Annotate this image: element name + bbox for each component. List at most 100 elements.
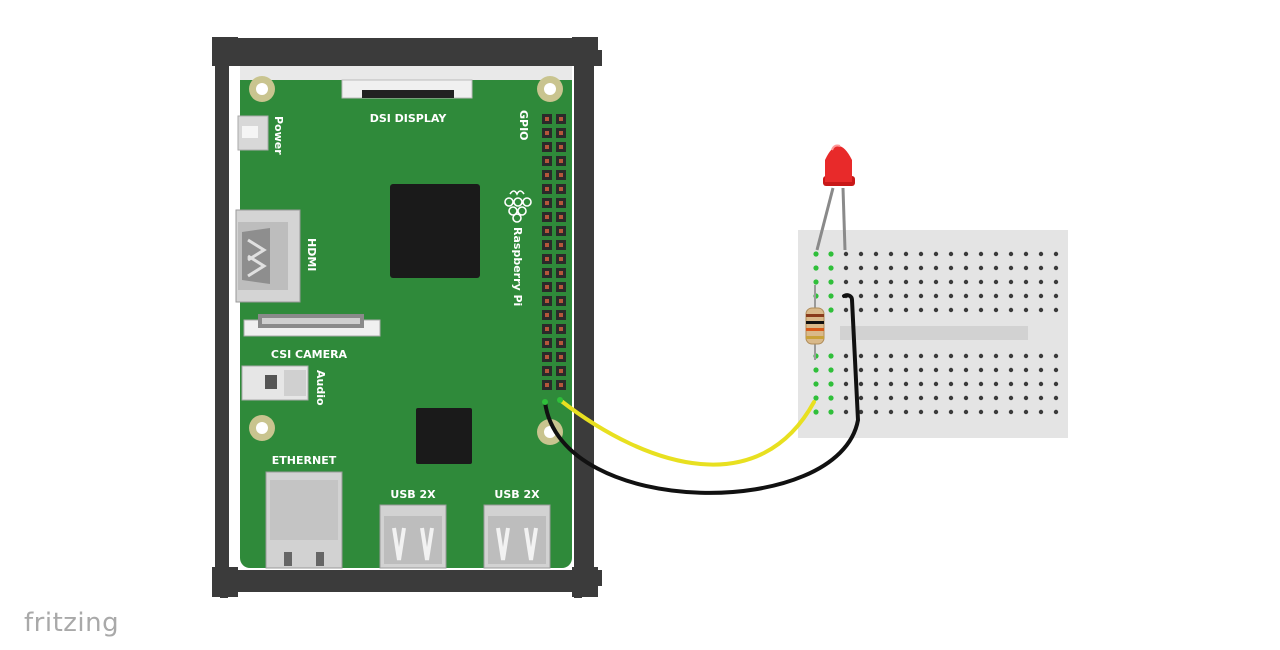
breadboard-hole [948, 307, 954, 313]
wire-end [557, 397, 563, 403]
breadboard-hole [888, 395, 894, 401]
gpio-pin-contact [545, 383, 549, 387]
gpio-pin-contact [545, 229, 549, 233]
breadboard-hole [978, 353, 984, 359]
gpio-pin-contact [545, 369, 549, 373]
gpio-pin-contact [545, 117, 549, 121]
breadboard-hole [963, 353, 969, 359]
usb-port-right [483, 504, 551, 569]
breadboard-hole [918, 307, 924, 313]
gpio-pin-contact [545, 341, 549, 345]
breadboard-hole [858, 395, 864, 401]
gpio-label: GPIO [517, 110, 530, 141]
breadboard-hole [948, 367, 954, 373]
breadboard-hole [993, 409, 999, 415]
breadboard-hole [813, 381, 819, 387]
csi-camera-label: CSI CAMERA [271, 348, 348, 361]
breadboard-hole [1053, 251, 1059, 257]
breadboard-hole [843, 409, 849, 415]
black-wire [543, 293, 861, 495]
mounting-hole [249, 415, 275, 441]
breadboard-hole [1008, 353, 1014, 359]
breadboard-hole [948, 251, 954, 257]
gpio-pin-contact [545, 243, 549, 247]
gpio-pin-contact [545, 271, 549, 275]
breadboard-hole [933, 367, 939, 373]
breadboard-hole [1008, 367, 1014, 373]
breadboard-hole [843, 353, 849, 359]
breadboard-hole [888, 367, 894, 373]
breadboard-hole [1023, 353, 1029, 359]
power-label: Power [272, 116, 285, 155]
gpio-pin-contact [559, 131, 563, 135]
gpio-pin-contact [545, 187, 549, 191]
breadboard-hole [1038, 279, 1044, 285]
breadboard-hole [978, 395, 984, 401]
breadboard-hole [1053, 367, 1059, 373]
breadboard-hole [813, 395, 819, 401]
fritzing-logo: fritzing [24, 608, 119, 638]
breadboard-hole [1038, 395, 1044, 401]
red-led [815, 144, 855, 251]
breadboard-hole [1008, 279, 1014, 285]
breadboard-hole [858, 353, 864, 359]
gpio-pin-contact [545, 355, 549, 359]
audio-jack [241, 365, 309, 401]
gpio-pin-contact [545, 313, 549, 317]
breadboard [798, 230, 1068, 438]
breadboard-hole [873, 395, 879, 401]
breadboard-hole [1038, 409, 1044, 415]
breadboard-hole [1053, 353, 1059, 359]
gpio-pin-contact [559, 145, 563, 149]
usb-left-label: USB 2X [390, 488, 436, 501]
gpio-pin-contact [559, 383, 563, 387]
breadboard-hole [813, 367, 819, 373]
gpio-pin-contact [545, 131, 549, 135]
breadboard-hole [918, 367, 924, 373]
breadboard-hole [993, 367, 999, 373]
csi-camera-connector [243, 314, 381, 337]
breadboard-hole [1008, 381, 1014, 387]
breadboard-hole [873, 367, 879, 373]
gpio-pin-contact [559, 159, 563, 163]
gpio-pin-contact [545, 327, 549, 331]
gpio-pin-contact [545, 145, 549, 149]
gpio-pin-contact [559, 215, 563, 219]
breadboard-hole [828, 353, 834, 359]
breadboard-hole [1008, 409, 1014, 415]
breadboard-hole [858, 409, 864, 415]
breadboard-hole [843, 265, 849, 271]
breadboard-hole [828, 265, 834, 271]
breadboard-hole [1023, 251, 1029, 257]
raspberry-logo-icon [504, 190, 532, 223]
breadboard-hole [918, 409, 924, 415]
breadboard-hole [828, 381, 834, 387]
power-connector [237, 115, 269, 151]
breadboard-hole [813, 251, 819, 257]
breadboard-hole [873, 293, 879, 299]
breadboard-hole [858, 381, 864, 387]
gpio-pin-contact [559, 243, 563, 247]
breadboard-hole [993, 251, 999, 257]
gpio-pin-contact [545, 173, 549, 177]
breadboard-hole [948, 395, 954, 401]
breadboard-hole [1008, 265, 1014, 271]
breadboard-hole [1008, 307, 1014, 313]
breadboard-hole [903, 265, 909, 271]
breadboard-hole [933, 353, 939, 359]
breadboard-hole [978, 409, 984, 415]
breadboard-hole [1053, 279, 1059, 285]
hdmi-connector [235, 209, 301, 303]
breadboard-hole [813, 265, 819, 271]
breadboard-hole [843, 395, 849, 401]
breadboard-hole [858, 265, 864, 271]
gpio-pin-contact [559, 285, 563, 289]
breadboard-hole [1053, 409, 1059, 415]
breadboard-hole [888, 265, 894, 271]
breadboard-hole [1023, 279, 1029, 285]
usb-port-left [379, 504, 447, 569]
gpio-pin-contact [559, 187, 563, 191]
breadboard-hole [1023, 293, 1029, 299]
breadboard-hole [993, 265, 999, 271]
breadboard-hole [813, 409, 819, 415]
